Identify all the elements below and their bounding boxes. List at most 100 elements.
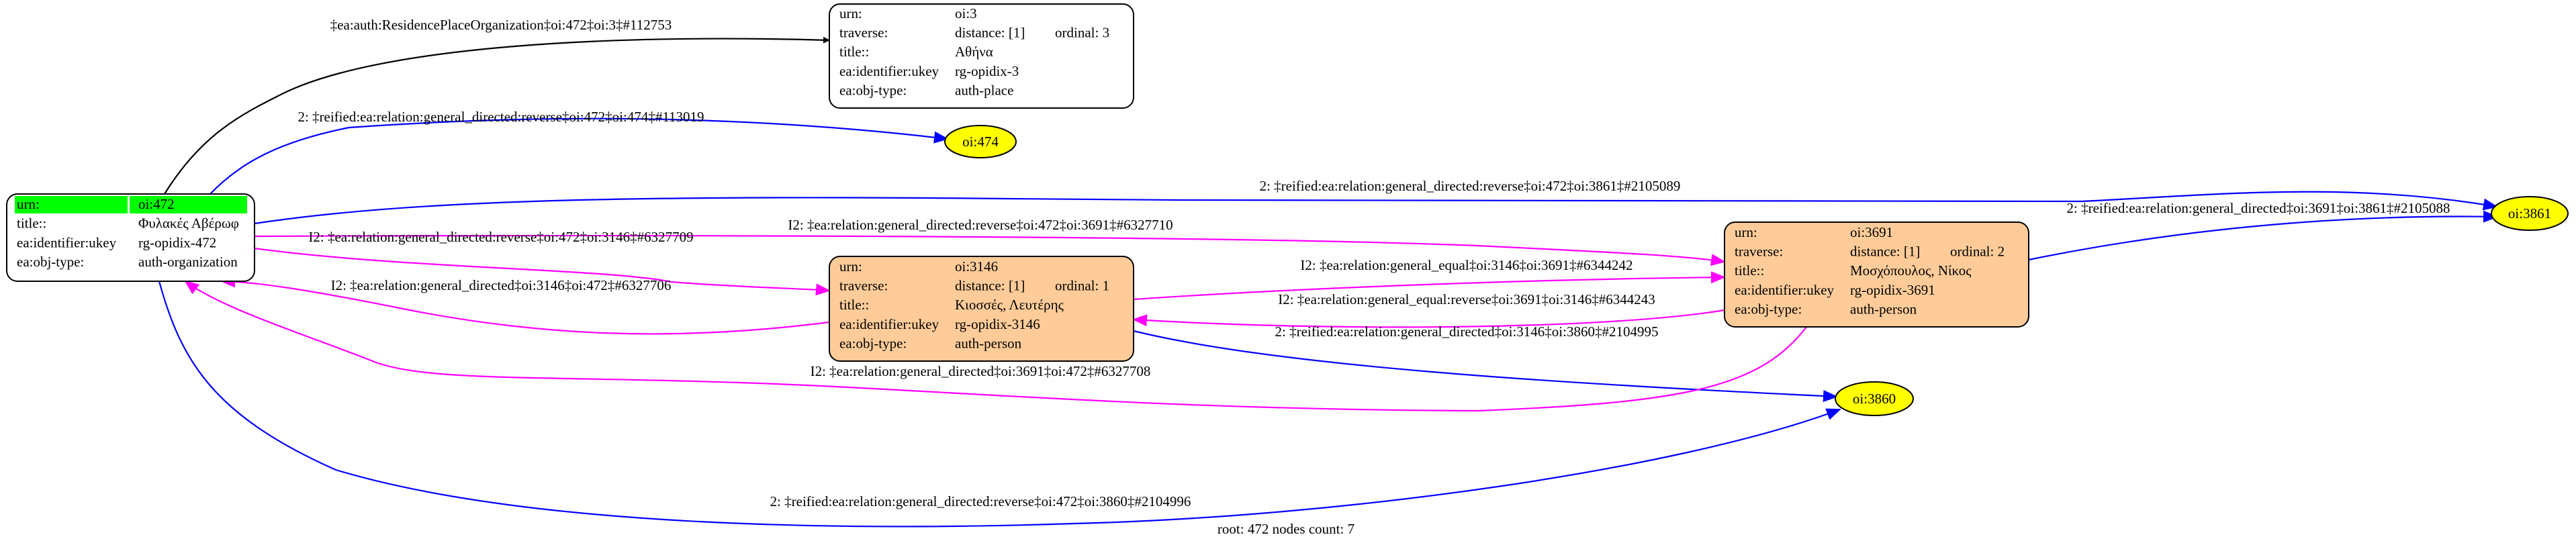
record-value: Φυλακές Αβέρωφ — [138, 215, 239, 232]
record-key: traverse: — [839, 25, 888, 41]
node-ellipse[interactable] — [2491, 196, 2569, 231]
record-row-urn-: urn:oi:3 — [839, 5, 977, 21]
edge-line[interactable] — [220, 275, 830, 335]
edge-oi-472-to-oi-3860[interactable]: 2: ‡reified:ea:relation:general_directed… — [158, 281, 1841, 528]
record-row-title-: title::Κιοσσές, Λευτέρης — [839, 297, 1064, 313]
record-key: ea:identifier:ukey — [839, 316, 939, 332]
edge-label: 2: ‡reified:ea:relation:general_directed… — [770, 493, 1191, 509]
record-value: auth-place — [955, 82, 1013, 98]
record-value: oi:472 — [138, 196, 175, 212]
edge-line[interactable] — [210, 117, 949, 195]
record-value: oi:3691 — [1850, 224, 1893, 240]
record-row-ea-identifier-ukey: ea:identifier:ukey rg-opidix-3 — [839, 63, 1019, 79]
record-value: oi:3 — [955, 5, 977, 21]
edge-label: I2: ‡ea:relation:general_directed‡oi:314… — [331, 277, 672, 293]
record-row-ea-obj-type-: ea:obj-type: auth-person — [839, 335, 1022, 351]
node-oi-3691[interactable]: urn: oi:3691 traverse:distance: [1]ordinal… — [1724, 222, 2029, 328]
record-ordinal: ordinal: 1 — [1055, 278, 1109, 294]
record-key: urn: — [1735, 224, 1757, 240]
record-value: Μοσχόπουλος, Νίκος — [1850, 262, 1972, 279]
edge-line[interactable] — [164, 36, 830, 195]
edges-layer: ‡ea:auth:ResidencePlaceOrganization‡oi:4… — [158, 17, 2498, 528]
edge-oi-3146-to-oi-3691[interactable]: I2: ‡ea:relation:general_equal‡oi:3146‡o… — [1133, 257, 1726, 301]
record-key: ea:obj-type: — [839, 335, 907, 351]
edge-line[interactable] — [2028, 210, 2498, 261]
record-key: ea:obj-type: — [1735, 301, 1802, 317]
record-row-ea-obj-type-: ea:obj-type: auth-place — [839, 82, 1013, 98]
record-key: title:: — [1735, 262, 1764, 279]
record-row-urn-: urn:oi:472 — [17, 196, 175, 212]
edge-oi-3691-to-oi-3861[interactable]: 2: ‡reified:ea:relation:general_directed… — [2028, 200, 2498, 261]
edge-line[interactable] — [1133, 271, 1726, 301]
record-row-urn-: urn:oi:3146 — [839, 258, 998, 275]
record-row-title-: title::Φυλακές Αβέρωφ — [17, 215, 239, 232]
edge-label: 2: ‡reified:ea:relation:general_directed… — [2067, 200, 2450, 216]
record-row-title-: title::Αθήνα — [839, 44, 993, 60]
record-row-traverse-: traverse:distance: [1]ordinal: 2 — [1735, 244, 2005, 260]
edge-line[interactable] — [184, 280, 1807, 412]
edge-oi-3691-to-oi-3146[interactable]: I2: ‡ea:relation:general_equal:reverse‡o… — [1132, 291, 1725, 328]
record-value: Αθήνα — [955, 44, 993, 60]
edge-line[interactable] — [1133, 330, 1838, 403]
record-key: title:: — [17, 215, 46, 232]
edge-label: I2: ‡ea:relation:general_directed:revers… — [788, 217, 1172, 233]
record-ordinal: ordinal: 3 — [1055, 25, 1109, 41]
node-box[interactable] — [1724, 222, 2029, 328]
node-oi-3146[interactable]: urn:oi:3146 traverse: distance: [1] ordinal… — [829, 256, 1134, 362]
record-key: ea:obj-type: — [17, 254, 84, 270]
edge-oi-3146-to-oi-3860[interactable]: 2: ‡reified:ea:relation:general_directed… — [1133, 324, 1838, 403]
node-box[interactable] — [6, 193, 255, 282]
record-row-ea-obj-type-: ea:obj-type:auth-organization — [17, 254, 238, 270]
edge-label: I2: ‡ea:relation:general_equal:reverse‡o… — [1278, 291, 1655, 307]
footer-summary: root: 472 nodes count: 7 — [1217, 521, 1354, 537]
node-oi-3[interactable]: urn:oi:3 traverse: distance: [1] ordinal: 3… — [829, 3, 1134, 109]
edge-oi-472-to-oi-3861[interactable]: 2: ‡reified:ea:relation:general_directed… — [254, 178, 2498, 225]
record-key: urn: — [839, 258, 862, 275]
node-box[interactable] — [829, 256, 1134, 362]
node-oi-3861[interactable]: oi:3861 — [2491, 196, 2569, 231]
edge-oi-472-to-oi-474[interactable]: 2: ‡reified:ea:relation:general_directed… — [210, 109, 949, 195]
edge-line[interactable] — [158, 281, 1841, 528]
record-value: distance: [1] — [955, 278, 1025, 294]
edge-line[interactable] — [254, 234, 1726, 266]
edge-oi-472-to-oi-3146[interactable]: I2: ‡ea:relation:general_directed:revers… — [254, 229, 831, 296]
record-value: auth-person — [955, 335, 1022, 351]
record-key: title:: — [839, 297, 869, 313]
edge-oi-3691-to-oi-472[interactable]: I2: ‡ea:relation:general_directed‡oi:369… — [184, 280, 1807, 412]
edge-oi-472-to-oi-3[interactable]: ‡ea:auth:ResidencePlaceOrganization‡oi:4… — [164, 17, 830, 195]
record-key: ea:identifier:ukey — [839, 63, 939, 79]
edge-label: I2: ‡ea:relation:general_directed:revers… — [308, 229, 693, 245]
node-oi-3860[interactable]: oi:3860 — [1835, 381, 1914, 416]
node-box[interactable] — [829, 3, 1134, 109]
edge-label: ‡ea:auth:ResidencePlaceOrganization‡oi:4… — [330, 17, 672, 33]
record-value: distance: [1] — [955, 25, 1025, 41]
node-label: oi:3861 — [2508, 205, 2551, 222]
edge-oi-3146-to-oi-472[interactable]: I2: ‡ea:relation:general_directed‡oi:314… — [220, 275, 830, 335]
record-row-ea-obj-type-: ea:obj-type: auth-person — [1735, 301, 1917, 317]
record-row-urn-: urn: oi:3691 — [1735, 224, 1893, 240]
node-ellipse[interactable] — [944, 125, 1017, 158]
record-key: ea:obj-type: — [839, 82, 907, 98]
edge-oi-472-to-oi-3691[interactable]: I2: ‡ea:relation:general_directed:revers… — [254, 217, 1726, 266]
record-row-traverse-: traverse: distance: [1] ordinal: 1 — [839, 278, 1109, 294]
record-row-ea-identifier-ukey: ea:identifier:ukey rg-opidix-3691 — [1735, 282, 1935, 298]
record-row-traverse-: traverse: distance: [1] ordinal: 3 — [839, 25, 1109, 41]
node-ellipse[interactable] — [1835, 381, 1914, 416]
record-value: rg-opidix-3691 — [1850, 282, 1935, 298]
record-row-title-: title::Μοσχόπουλος, Νίκος — [1735, 262, 1972, 279]
record-key: traverse: — [1735, 244, 1783, 260]
record-value: rg-opidix-472 — [138, 234, 216, 250]
record-value: auth-person — [1850, 301, 1917, 317]
record-key: traverse: — [839, 278, 888, 294]
record-value: rg-opidix-3 — [955, 63, 1019, 79]
node-oi-474[interactable]: oi:474 — [944, 125, 1017, 158]
edge-line[interactable] — [254, 247, 831, 296]
edge-label: I2: ‡ea:relation:general_directed‡oi:369… — [811, 363, 1151, 379]
record-key: ea:identifier:ukey — [1735, 282, 1835, 298]
edge-line[interactable] — [1132, 309, 1725, 328]
